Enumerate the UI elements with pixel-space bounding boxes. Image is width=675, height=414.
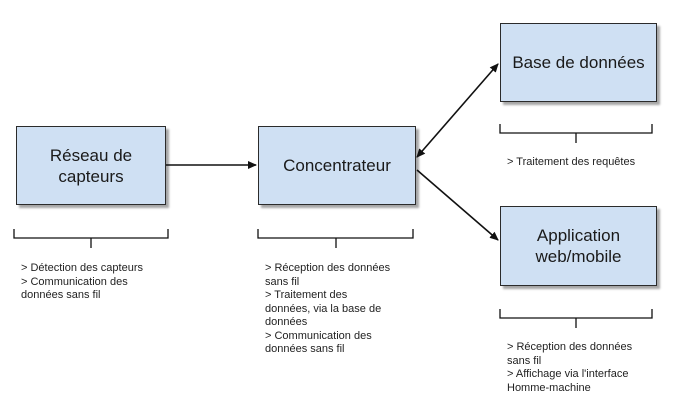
app-label: Application web/mobile xyxy=(535,226,622,266)
note-item: > Réception des données sans fil xyxy=(265,262,391,288)
note-item: > Traitement des données, via la base de… xyxy=(265,289,382,328)
brace-hub xyxy=(257,229,414,248)
note-item: > Réception des données sans fil xyxy=(507,341,633,367)
note-item: > Affichage via l'interface Homme-machin… xyxy=(507,368,629,394)
note-item: > Communication des données sans fil xyxy=(21,275,128,302)
note-item: > Traitement des requêtes xyxy=(507,156,636,168)
sensor-network-label: Réseau de capteurs xyxy=(49,145,133,186)
note-item: > Communication des données sans fil xyxy=(265,329,372,356)
brace-app xyxy=(499,309,653,328)
notes-app: > Réception des données sans fil > Affic… xyxy=(507,341,667,395)
database-label: Base de données xyxy=(512,53,645,72)
sensor-network-node: Réseau de capteurs xyxy=(16,126,166,205)
arrow-hub-to-app xyxy=(416,169,499,241)
hub-node: Concentrateur xyxy=(258,126,416,205)
hub-label: Concentrateur xyxy=(283,156,391,175)
brace-sensors xyxy=(13,229,169,248)
app-node: Application web/mobile xyxy=(500,206,657,286)
brace-database xyxy=(499,124,653,143)
database-node: Base de données xyxy=(500,23,657,102)
notes-sensors: > Détection des capteurs > Communication… xyxy=(21,262,211,303)
note-item: > Détection des capteurs xyxy=(21,262,143,274)
notes-database: > Traitement des requêtes xyxy=(507,156,667,170)
arrow-hub-database xyxy=(416,63,499,158)
notes-hub: > Réception des données sans fil > Trait… xyxy=(265,262,415,357)
